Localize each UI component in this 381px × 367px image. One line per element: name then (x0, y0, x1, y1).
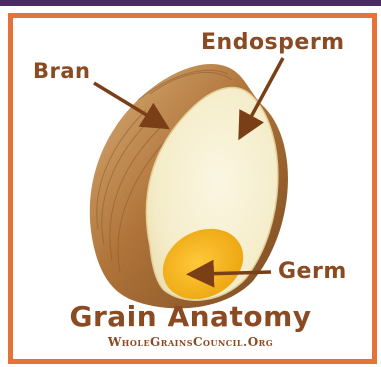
endosperm-label: Endosperm (201, 30, 345, 55)
germ-label: Germ (278, 259, 347, 284)
bran-label: Bran (33, 59, 90, 83)
source-website: WholeGrainsCouncil.Org (0, 335, 381, 349)
poster-title: Grain Anatomy (0, 300, 381, 333)
germ-arrow (200, 272, 271, 274)
